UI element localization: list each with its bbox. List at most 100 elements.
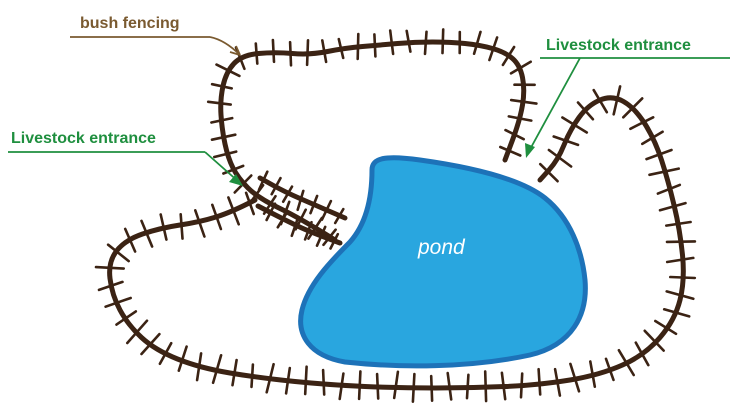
fence-stake xyxy=(552,135,580,147)
fence-stake xyxy=(177,345,188,373)
fence-stake xyxy=(488,36,499,62)
fence-stake xyxy=(662,307,691,318)
fence-stake xyxy=(561,116,589,134)
fence-stake xyxy=(305,38,310,67)
fence-stake xyxy=(213,150,238,159)
fence-stake xyxy=(158,341,173,366)
fence-stake xyxy=(333,207,345,225)
fence-stake xyxy=(472,30,482,56)
fence-stake xyxy=(498,145,522,157)
fence-stake xyxy=(211,203,223,231)
fence-stake xyxy=(303,365,308,396)
label-pointers xyxy=(8,36,730,186)
fence-stake xyxy=(315,225,327,247)
fence-stake xyxy=(94,265,125,270)
fence-stake xyxy=(507,115,533,122)
fence-stake xyxy=(271,38,276,64)
fence-stake xyxy=(483,370,488,403)
fence-stake xyxy=(547,148,573,168)
fence-stake xyxy=(309,194,319,215)
fence-stake xyxy=(320,39,328,64)
fence-stake xyxy=(329,232,340,250)
fence-stake xyxy=(194,209,206,238)
fence-stake xyxy=(423,30,428,56)
fence-stake xyxy=(284,366,292,395)
fence-stake xyxy=(656,183,682,195)
fence-stake xyxy=(441,28,445,55)
fence-stake xyxy=(276,211,289,229)
fence-stake xyxy=(604,357,615,382)
fence-stake xyxy=(303,220,313,241)
fence-stake xyxy=(537,367,542,396)
fence-stake xyxy=(356,32,360,61)
fence-stake xyxy=(106,243,130,263)
fence-stake xyxy=(665,256,695,264)
fence-stake xyxy=(617,348,636,377)
fence-stake xyxy=(653,319,678,336)
fence-stake xyxy=(612,85,622,116)
fence-stake xyxy=(569,362,581,393)
fence-stake xyxy=(104,296,132,309)
fence-stake xyxy=(210,82,233,90)
fence-stake xyxy=(320,199,333,221)
fence-stake xyxy=(307,216,324,240)
fence-stake xyxy=(465,373,470,400)
fence-stake xyxy=(233,174,253,194)
fence-stake xyxy=(281,185,294,203)
fence-stake xyxy=(592,88,609,114)
fence-stake xyxy=(509,60,533,75)
fence-stake xyxy=(392,370,400,400)
fence-stake xyxy=(665,240,697,244)
fence-stake xyxy=(645,148,673,161)
fence-stake xyxy=(290,215,300,238)
fence-stake xyxy=(429,374,434,403)
fence-stake xyxy=(215,63,241,78)
fence-stake xyxy=(321,368,326,396)
fence-stake xyxy=(519,372,524,399)
fence-stake xyxy=(270,176,282,196)
pond-shape xyxy=(298,155,588,369)
fence-stake xyxy=(337,37,345,60)
entrance-left-arrowhead xyxy=(229,174,243,186)
fence-arrowhead xyxy=(229,45,241,56)
fence-stake xyxy=(500,371,507,401)
fence-stake xyxy=(140,332,161,356)
fence-stake xyxy=(658,201,687,212)
fence-stake xyxy=(159,213,168,241)
fence-stake xyxy=(254,42,259,65)
fence-stake xyxy=(244,191,255,216)
fence-stake xyxy=(665,290,695,301)
fence-entrance-lower-rail xyxy=(255,203,343,246)
fence-stake xyxy=(640,130,664,146)
fence-stake xyxy=(576,101,595,121)
fence-stake xyxy=(405,29,412,53)
fence-stake xyxy=(296,189,305,212)
fence-stake xyxy=(210,116,234,124)
fence-stake xyxy=(265,362,275,394)
fence-stake xyxy=(629,116,655,131)
fence-stake xyxy=(621,97,644,119)
fence-stake xyxy=(338,372,345,401)
fence-stake xyxy=(250,363,255,389)
livestock-entrance-label-right: Livestock entrance xyxy=(546,37,691,54)
fence-stake xyxy=(140,219,154,248)
fence-stake xyxy=(227,196,240,226)
fence-stake xyxy=(664,220,692,227)
fence-stake xyxy=(257,170,269,191)
bush-fencing-label: bush fencing xyxy=(80,15,180,32)
fence-stake xyxy=(553,367,562,397)
fence-stake xyxy=(538,162,559,183)
fence-stake xyxy=(634,341,650,367)
fence-stake xyxy=(501,45,516,67)
fence-stake xyxy=(643,329,666,352)
entrance-right-arrow-line xyxy=(527,57,581,154)
fence-stake xyxy=(509,98,538,105)
pond-label: pond xyxy=(418,236,465,259)
fence-stake xyxy=(411,372,416,404)
fence-stake xyxy=(115,310,138,326)
fence-stake xyxy=(388,29,395,56)
fence-stake xyxy=(265,202,277,222)
fence-stake xyxy=(206,100,232,106)
fence-stake xyxy=(668,275,697,280)
